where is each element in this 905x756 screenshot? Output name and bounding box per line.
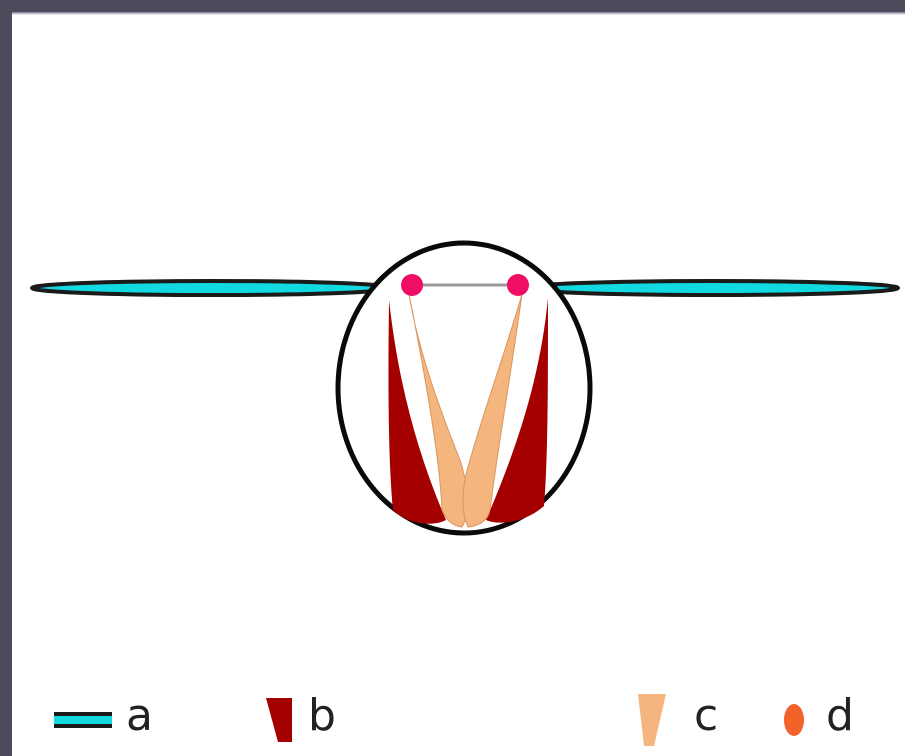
legend-item-c: c [636, 690, 718, 750]
legend-swatch-a [54, 712, 112, 728]
left-blade [30, 279, 394, 297]
left-wedge-b [388, 300, 446, 524]
left-joint [401, 274, 423, 296]
right-wedge-b [486, 298, 548, 523]
legend-label-c: c [694, 690, 719, 741]
legend-swatch-d [784, 704, 804, 736]
legend-item-d: d [782, 690, 854, 750]
legend-label-d: d [826, 690, 854, 741]
legend-swatch-b [266, 698, 292, 742]
left-wedge-c [408, 293, 469, 528]
legend-item-b: b [264, 690, 336, 750]
legend-label-a: a [126, 690, 153, 741]
legend-swatch-c [638, 694, 666, 746]
legend-label-b: b [308, 690, 336, 741]
right-joint [507, 274, 529, 296]
right-wedge-c [462, 293, 523, 528]
legend-item-a: a [54, 690, 153, 750]
right-blade [524, 279, 900, 297]
legend: a b c d [0, 690, 905, 750]
